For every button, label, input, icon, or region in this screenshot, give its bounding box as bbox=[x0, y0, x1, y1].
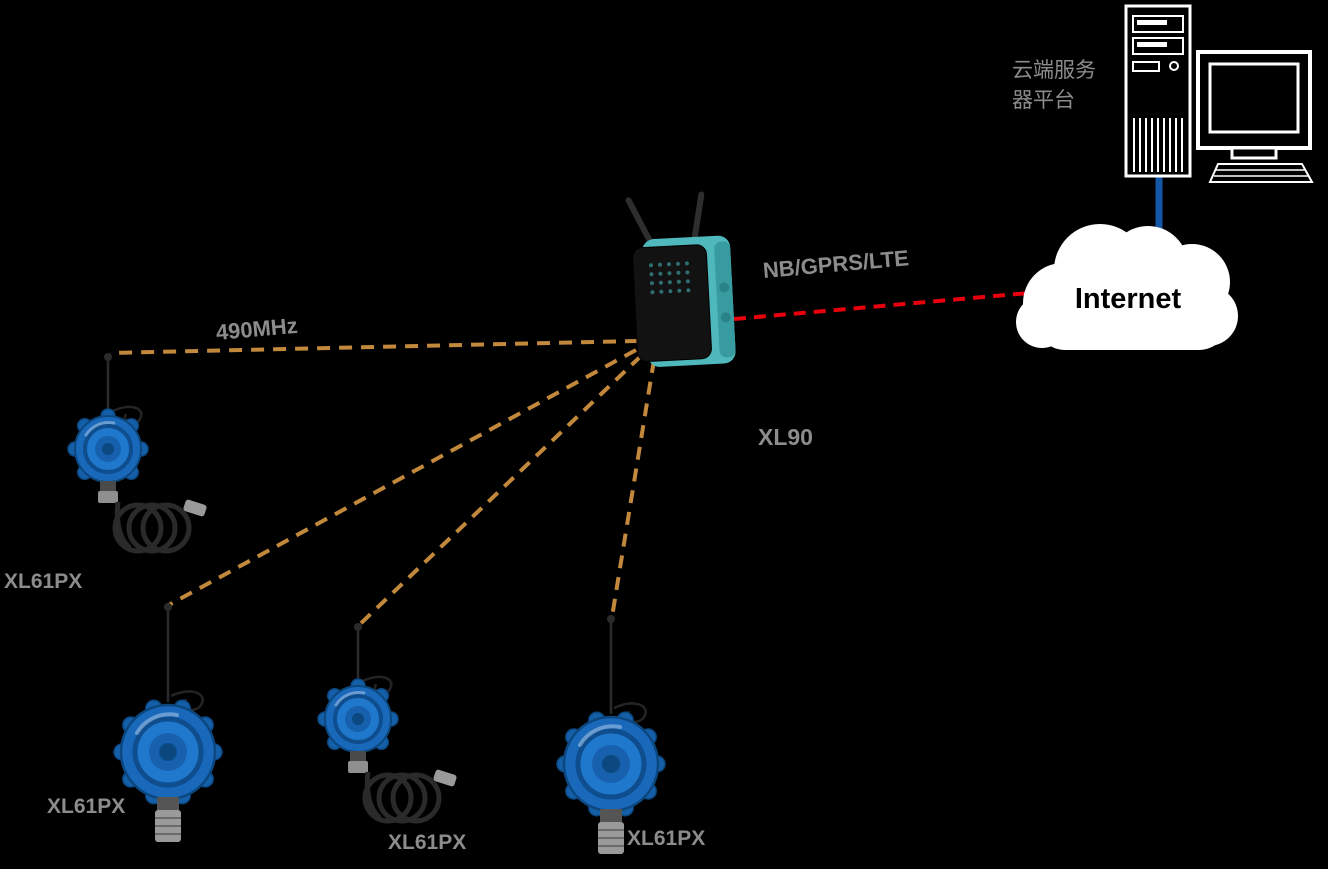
sensor-device-4 bbox=[557, 615, 665, 854]
rf-link-line-2 bbox=[166, 348, 637, 608]
cloud-server-label: 云端服务器平台 bbox=[1012, 59, 1096, 113]
sensor-label-2: XL61PX bbox=[47, 795, 126, 818]
rf-link-line-1 bbox=[109, 339, 639, 355]
server-tower bbox=[1124, 4, 1192, 178]
internet-label: Internet bbox=[1074, 283, 1182, 315]
sensor-label-4: XL61PX bbox=[627, 827, 706, 850]
sensor-device-3 bbox=[318, 623, 457, 821]
gateway-device bbox=[625, 191, 736, 367]
gateway-antenna-right-icon bbox=[690, 191, 705, 246]
wan-link-line bbox=[733, 290, 1041, 321]
sensor-label-1: XL61PX bbox=[4, 570, 83, 593]
rf-link-line-4 bbox=[610, 359, 656, 618]
sensor-label-3: XL61PX bbox=[388, 831, 467, 854]
rf-link-line-3 bbox=[355, 354, 643, 629]
keyboard bbox=[1208, 163, 1314, 183]
gateway-label: XL90 bbox=[758, 424, 813, 450]
internet-cloud bbox=[1016, 224, 1238, 350]
monitor bbox=[1196, 50, 1314, 183]
sensor-device-2 bbox=[114, 603, 222, 842]
sensor-device-1 bbox=[68, 353, 207, 551]
